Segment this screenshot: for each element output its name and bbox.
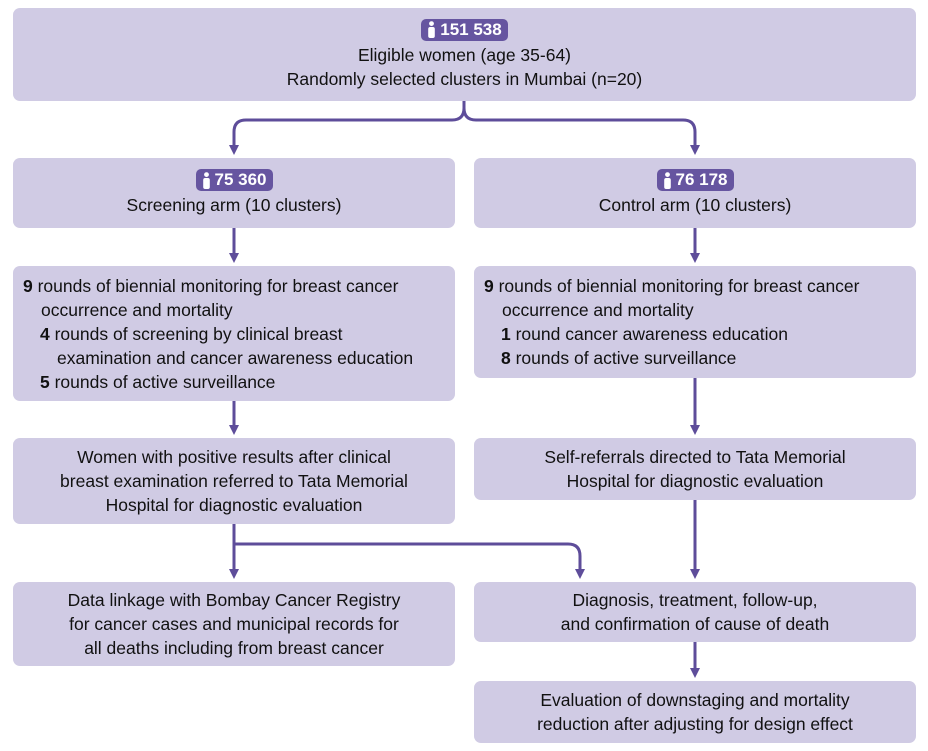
- control-education-rounds: 1: [501, 324, 511, 344]
- screening-monitor-text: rounds of biennial monitoring for breast…: [32, 276, 399, 296]
- diagnosis-box: Diagnosis, treatment, follow-up, and con…: [474, 582, 916, 642]
- screening-referral-box: Women with positive results after clinic…: [13, 438, 455, 524]
- screening-surveillance-line: 5 rounds of active surveillance: [23, 370, 455, 394]
- screening-surveillance-text: rounds of active surveillance: [49, 372, 276, 392]
- eligible-count-badge: 151 538: [421, 18, 508, 41]
- data-linkage-line-2: for cancer cases and municipal records f…: [69, 614, 399, 634]
- screening-rounds-line: 4 rounds of screening by clinical breast: [23, 322, 455, 346]
- data-linkage-line-1: Data linkage with Bombay Cancer Registry: [67, 590, 401, 610]
- diagnosis-line-1: Diagnosis, treatment, follow-up,: [572, 590, 818, 610]
- control-monitoring-box: 9 rounds of biennial monitoring for brea…: [474, 266, 916, 378]
- control-arm-label: Control arm (10 clusters): [598, 195, 792, 215]
- arrow-screening-to-diagnosis: [234, 542, 585, 579]
- screening-monitor-line: 9 rounds of biennial monitoring for brea…: [23, 274, 455, 298]
- data-linkage-line-3: all deaths including from breast cancer: [84, 638, 384, 658]
- data-linkage-box: Data linkage with Bombay Cancer Registry…: [13, 582, 455, 666]
- diagnosis-line-2: and confirmation of cause of death: [560, 614, 830, 634]
- evaluation-line-2: reduction after adjusting for design eff…: [537, 714, 853, 734]
- eligible-women-text: Eligible women (age 35-64): [357, 44, 572, 65]
- control-education-text: round cancer awareness education: [510, 324, 788, 344]
- control-referral-box: Self-referrals directed to Tata Memorial…: [474, 438, 916, 500]
- split-arrow-left: [229, 101, 466, 155]
- evaluation-line-1: Evaluation of downstaging and mortality: [540, 690, 850, 710]
- screening-referral-line-2: breast examination referred to Tata Memo…: [60, 471, 408, 491]
- screening-monitoring-box: 9 rounds of biennial monitoring for brea…: [13, 266, 455, 401]
- evaluation-box: Evaluation of downstaging and mortality …: [474, 681, 916, 743]
- control-surveillance-text: rounds of active surveillance: [510, 348, 737, 368]
- control-surveillance-rounds: 8: [501, 348, 511, 368]
- screening-arm-box: 75 360 Screening arm (10 clusters): [13, 158, 455, 228]
- control-surveillance-line: 8 rounds of active surveillance: [484, 346, 916, 370]
- screening-count-badge: 75 360: [195, 169, 273, 191]
- person-icon: [663, 171, 671, 189]
- person-icon: [428, 21, 436, 38]
- screening-rounds-text-2: examination and cancer awareness educati…: [57, 348, 414, 368]
- screening-monitor-text-2: occurrence and mortality: [41, 300, 233, 320]
- control-referral-line-2: Hospital for diagnostic evaluation: [566, 471, 824, 491]
- control-monitor-text: rounds of biennial monitoring for breast…: [493, 276, 860, 296]
- control-monitor-rounds: 9: [484, 276, 494, 296]
- eligible-women-box: 151 538 Eligible women (age 35-64) Rando…: [13, 8, 916, 101]
- split-arrow-right: [462, 107, 700, 155]
- control-monitor-text-2: occurrence and mortality: [502, 300, 694, 320]
- person-icon: [202, 171, 210, 189]
- screening-rounds-number: 4: [40, 324, 50, 344]
- screening-count: 75 360: [214, 170, 267, 189]
- control-education-line: 1 round cancer awareness education: [484, 322, 916, 346]
- control-count-badge: 76 178: [656, 169, 734, 191]
- control-count: 76 178: [675, 170, 728, 189]
- eligible-count: 151 538: [440, 19, 502, 39]
- screening-monitor-rounds: 9: [23, 276, 33, 296]
- screening-surveillance-rounds: 5: [40, 372, 50, 392]
- screening-referral-line-1: Women with positive results after clinic…: [77, 447, 391, 467]
- control-referral-line-1: Self-referrals directed to Tata Memorial: [544, 447, 846, 467]
- control-arm-box: 76 178 Control arm (10 clusters): [474, 158, 916, 228]
- clusters-text: Randomly selected clusters in Mumbai (n=…: [286, 68, 643, 89]
- screening-arm-label: Screening arm (10 clusters): [126, 195, 342, 215]
- control-monitor-line: 9 rounds of biennial monitoring for brea…: [484, 274, 916, 298]
- screening-referral-line-3: Hospital for diagnostic evaluation: [105, 495, 363, 515]
- screening-rounds-text: rounds of screening by clinical breast: [49, 324, 343, 344]
